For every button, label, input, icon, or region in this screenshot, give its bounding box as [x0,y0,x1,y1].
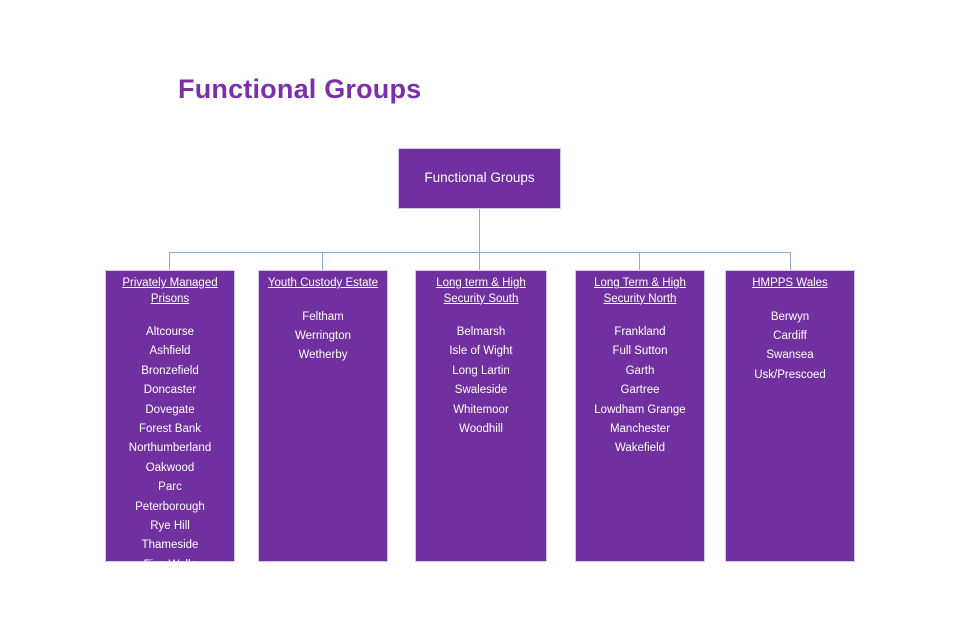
group-header: Long term & High Security South [436,277,526,305]
group-item: Lowdham Grange [594,403,686,416]
page-title: Functional Groups [178,74,422,104]
group-item: Garth [625,364,655,377]
connector-drop-4 [639,252,640,270]
group-item: Manchester [609,423,671,436]
group-item: Gartree [620,384,660,397]
group-item: Wetherby [298,349,348,362]
group-item: Northumberland [128,442,212,455]
group-item: Dovegate [145,403,195,416]
group-item: Five Wells [143,558,197,571]
connector-drop-3 [479,252,480,270]
group-box-long-term-high-security-south[interactable]: Long term & High Security South Belmarsh… [415,270,547,562]
group-item: Oakwood [145,461,195,474]
group-item: Isle of Wight [449,345,513,358]
group-item: Usk/Prescoed [754,368,826,381]
group-item: Swaleside [454,384,508,397]
group-header: Youth Custody Estate [267,277,379,289]
group-item: Rye Hill [150,520,190,533]
group-item: Bronzefield [141,364,199,377]
connector-drop-5 [790,252,791,270]
group-item: Whitemoor [453,403,509,416]
group-item: Peterborough [135,500,205,513]
group-item: Cardiff [773,329,807,342]
group-header: Privately Managed Prisons [122,277,218,305]
root-node-functional-groups[interactable]: Functional Groups [398,148,561,209]
connector-drop-2 [322,252,323,270]
group-item: Frankland [614,326,666,338]
group-header: HMPPS Wales [752,277,828,289]
group-item: Forest Bank [139,423,201,436]
root-node-label: Functional Groups [424,170,535,186]
connector-drop-1 [169,252,170,270]
group-item: Wakefield [614,442,666,455]
group-item: Thameside [141,539,199,552]
group-box-long-term-high-security-north[interactable]: Long Term & High Security North Franklan… [575,270,705,562]
group-item: Swansea [766,349,814,362]
group-item: Doncaster [143,384,197,397]
group-item: Woodhill [459,423,503,436]
group-item: Parc [158,481,182,494]
group-item: Ashfield [149,345,191,358]
group-item: Feltham [302,310,344,323]
connector-root-vertical [479,209,480,252]
group-item: Berwyn [770,310,810,323]
group-header: Long Term & High Security North [594,277,686,305]
group-item: Altcourse [146,326,194,338]
group-item: Belmarsh [456,326,506,338]
group-item: Werrington [294,329,352,342]
group-item: Full Sutton [612,345,668,358]
group-item: Long Lartin [452,364,510,377]
